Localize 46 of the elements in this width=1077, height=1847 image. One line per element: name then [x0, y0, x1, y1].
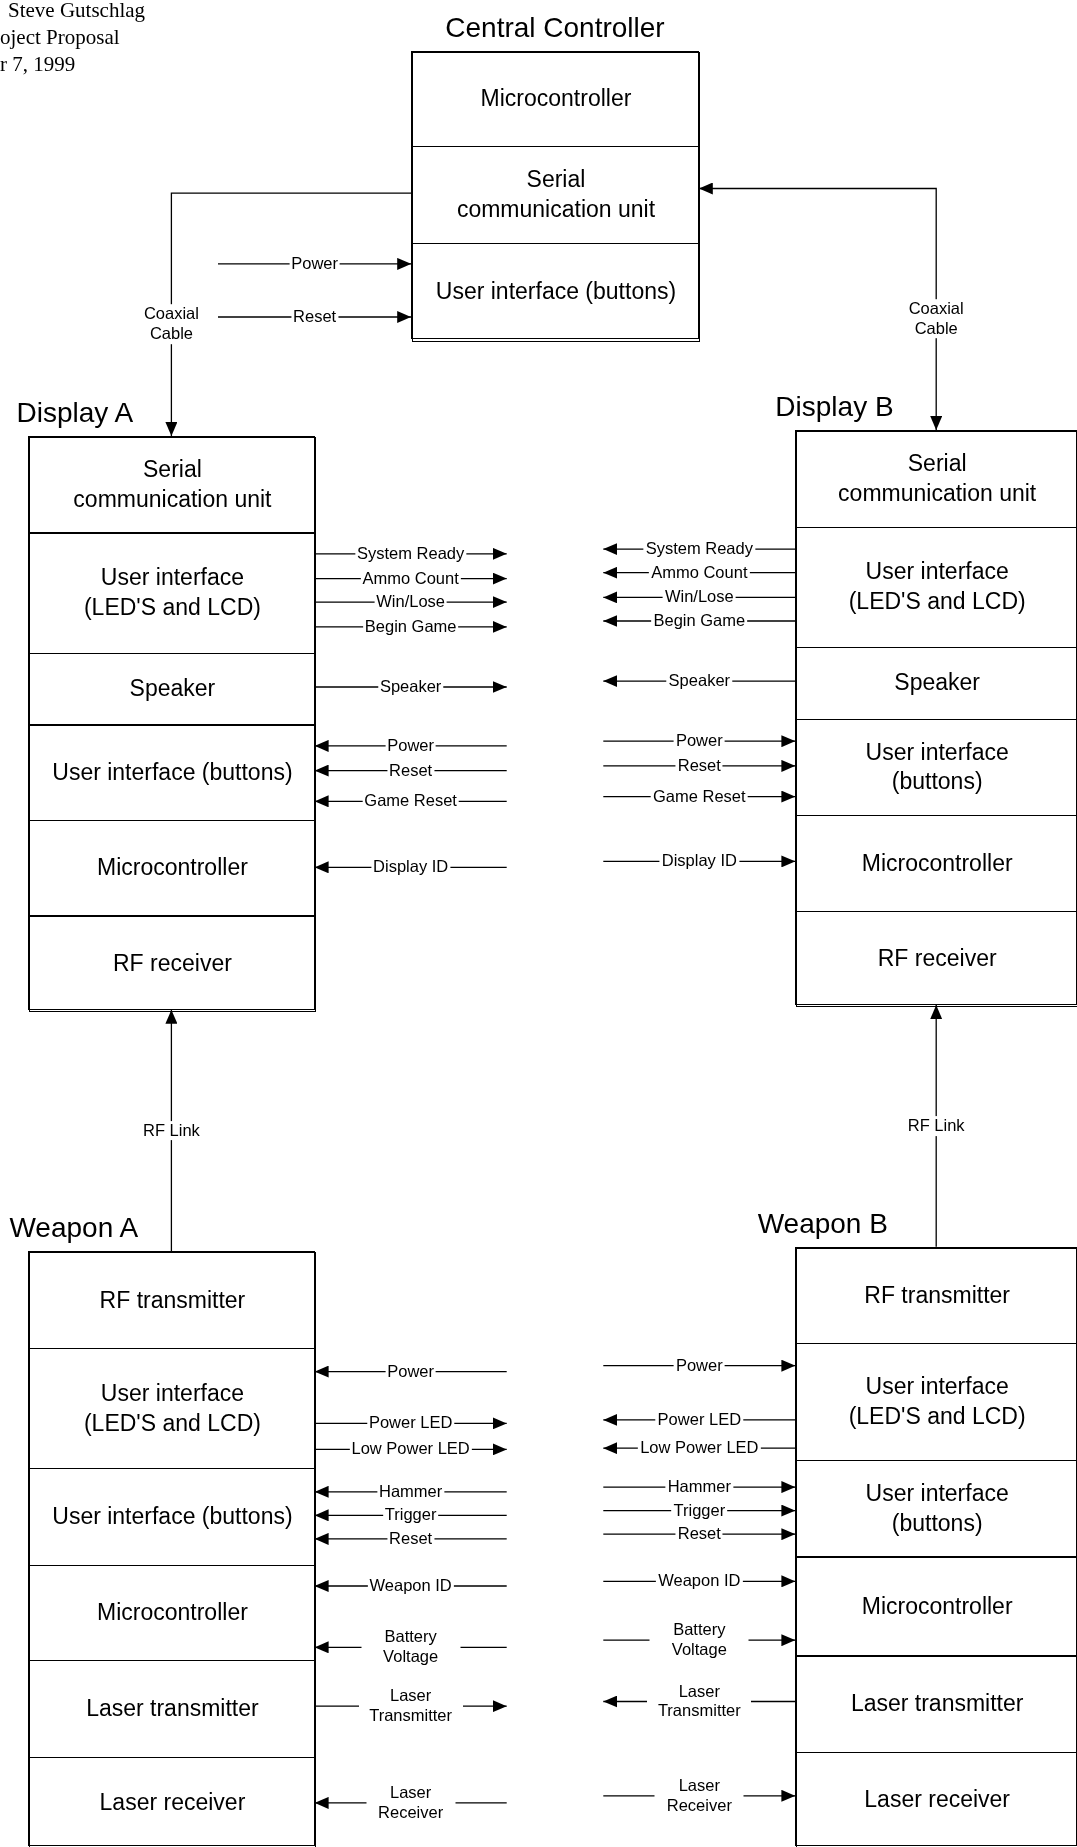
edge-label: Begin Game: [362, 617, 459, 637]
block-section: RF transmitter: [29, 1252, 316, 1349]
block-section: Speaker: [29, 652, 316, 726]
block-section: RF receiver: [796, 910, 1077, 1008]
block-title: Central Controller: [444, 10, 666, 45]
edge-label: Weapon ID: [656, 1571, 743, 1592]
block-section: User interface (buttons): [29, 1468, 316, 1566]
edge-label: Battery Voltage: [649, 1620, 749, 1661]
header-text: r 7, 1999: [0, 52, 76, 76]
block-title: Display A: [16, 395, 134, 430]
block-section: Laser transmitter: [29, 1660, 316, 1758]
block-section: Laser receiver: [29, 1756, 316, 1847]
header-text: oject Proposal: [0, 25, 120, 49]
edge-label: Display ID: [371, 857, 451, 878]
block-section: User interface (LED'S and LCD): [29, 532, 316, 654]
block-section: RF receiver: [29, 915, 316, 1012]
signal-arrow: [165, 1009, 178, 1253]
edge-label: Display ID: [659, 851, 739, 872]
block-section: Microcontroller: [412, 51, 700, 148]
edge-label: Trigger: [382, 1505, 439, 1526]
block-section: Microcontroller: [29, 1564, 316, 1662]
block-section: User interface (buttons): [29, 724, 316, 822]
block-section: User interface (buttons): [796, 1459, 1077, 1558]
block-title: Weapon A: [9, 1211, 139, 1246]
block-title: Display B: [775, 390, 894, 424]
edge-label: System Ready: [643, 539, 755, 559]
block-section: User interface (LED'S and LCD): [29, 1347, 316, 1470]
edge-label: RF Link: [141, 1120, 202, 1141]
block-title: Weapon B: [757, 1206, 888, 1241]
signal-arrow: [698, 182, 943, 431]
block-section: Microcontroller: [29, 819, 316, 917]
edge-label: Speaker: [377, 677, 444, 697]
block-section: User interface (buttons): [412, 242, 700, 342]
block-section: Serial communication unit: [796, 431, 1077, 528]
block-section: RF transmitter: [796, 1247, 1077, 1345]
signal-arrow: [165, 192, 412, 437]
block-section: Serial communication unit: [412, 145, 700, 244]
block-section: Laser transmitter: [796, 1655, 1077, 1754]
header-text: Steve Gutschlag: [8, 0, 146, 22]
block-section: Microcontroller: [796, 1556, 1077, 1657]
block-section: Serial communication unit: [29, 436, 316, 534]
signal-arrow: [930, 1004, 943, 1248]
edge-label: Speaker: [666, 671, 733, 691]
edge-label: Weapon ID: [367, 1576, 454, 1596]
edge-label: Battery Voltage: [361, 1627, 461, 1668]
edge-label: Begin Game: [651, 611, 748, 631]
